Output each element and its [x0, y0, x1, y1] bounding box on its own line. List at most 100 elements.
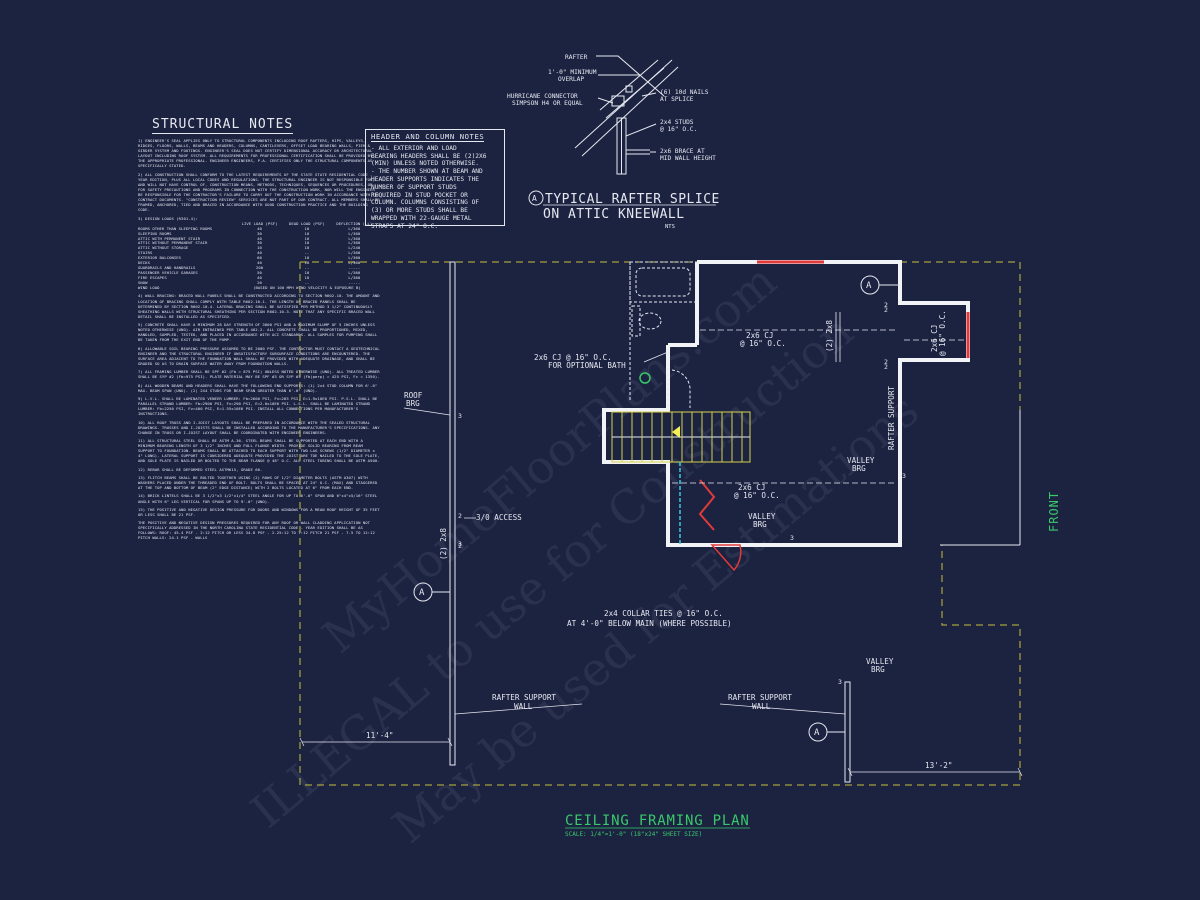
- loads-header-row: LIVE LOAD (PSF) DEAD LOAD (PSF) DEFLECTI…: [138, 221, 378, 227]
- cj-bottom-2: @ 16" O.C.: [734, 491, 780, 500]
- label-brace-1: 2x6 BRACE AT: [660, 148, 705, 155]
- note-paragraph: 12) REBAR SHALL BE DEFORMED STEEL ASTM61…: [138, 466, 263, 472]
- label-brace-2: MID WALL HEIGHT: [660, 155, 716, 162]
- note-paragraph: 4) WALL BRACING: BRACED WALL PANELS SHAL…: [138, 293, 380, 319]
- detail-title-line2: ON ATTIC KNEEWALL: [543, 207, 685, 222]
- rafter-support-vert: RAFTER SUPPORT: [887, 386, 896, 450]
- plan-labels: 2x6 CJ @ 16" O.C. 2x6 CJ @ 16" O.C. 2x6 …: [366, 310, 952, 770]
- loads-cell: SNOW: [138, 279, 148, 285]
- loads-cell: STAIRS: [138, 250, 153, 256]
- loads-cell: ATTIC WITHOUT PERMANENT STAIR: [138, 240, 208, 246]
- header-note-line: NUMBER OF SUPPORT STUDS: [371, 183, 457, 191]
- valley-brg-mid-2: BRG: [753, 520, 767, 529]
- loads-cell: SLEEPING ROOMS: [138, 230, 172, 236]
- bath-fixtures: [629, 261, 697, 408]
- loads-cell: L/240: [348, 245, 361, 251]
- loads-cell: 10: [304, 240, 310, 246]
- loads-heading: 3) DESIGN LOADS (R301.4):: [138, 215, 198, 221]
- loads-cell: 10: [304, 235, 310, 241]
- label-hurricane-2: SIMPSON H4 OR EQUAL: [512, 100, 583, 107]
- note-paragraph: 7) ALL FRAMING LUMBER SHALL BE SPF #2 (F…: [138, 369, 380, 380]
- roof-brg-1: ROOF: [404, 391, 423, 400]
- loads-cell: 10: [304, 230, 310, 236]
- valley-brg-mid-1: VALLEY: [748, 512, 776, 521]
- stud-counts: 2 2 2 2 3 3 2 2 3 3 3: [458, 301, 906, 686]
- detail-marker-letter: A: [532, 194, 537, 203]
- header-note-line: STRAPS AT 24" O.C.: [371, 222, 439, 230]
- optional-bath-2: FOR OPTIONAL BATH: [548, 361, 626, 370]
- loads-cell: FIRE ESCAPES: [138, 274, 167, 280]
- loads-cell: GUARDRAILS AND HANDRAILS: [138, 264, 196, 270]
- header-column-notes: HEADER AND COLUMN NOTES - ALL EXTERIOR A…: [365, 129, 505, 230]
- loads-cell: ATTIC WITH PERMANENT STAIR: [138, 235, 201, 241]
- loads-cell: 40: [257, 274, 262, 280]
- note-paragraph: 1) ENGINEER'S SEAL APPLIES ONLY TO STRUC…: [138, 138, 373, 169]
- collar-ties-1: 2x4 COLLAR TIES @ 16" O.C.: [604, 609, 723, 618]
- loads-cell: L/360: [348, 235, 361, 241]
- roof-brg-2: BRG: [406, 399, 420, 408]
- loads-cell: --: [304, 264, 310, 270]
- red-accents: [698, 260, 970, 572]
- header-note-line: BEARING HEADERS SHALL BE (2)2X6: [371, 152, 487, 160]
- joist-arrows: [672, 312, 965, 484]
- loads-cell: ROOMS OTHER THAN SLEEPING ROOMS: [138, 225, 213, 231]
- structural-notes: 1) ENGINEER'S SEAL APPLIES ONLY TO STRUC…: [138, 138, 380, 544]
- label-overlap-2: OVERLAP: [558, 76, 584, 83]
- header-note-line: WRAPPED WITH 22-GAUGE METAL: [371, 214, 472, 222]
- grid-a-top: A: [866, 281, 872, 291]
- loads-cell: L/360: [348, 274, 361, 280]
- stud-count: 3: [458, 540, 462, 548]
- detail-title: A TYPICAL RAFTER SPLICE ON ATTIC KNEEWAL…: [528, 190, 719, 230]
- design-loads-table: LIVE LOAD (PSF) DEAD LOAD (PSF) DEFLECTI…: [138, 221, 378, 291]
- loads-cell: 40: [257, 225, 262, 231]
- plan-title: CEILING FRAMING PLAN: [565, 813, 750, 829]
- cj-bottom-1: 2x6 CJ: [738, 483, 765, 492]
- detail-scale: NTS: [665, 224, 675, 230]
- label-nails-2: AT SPLICE: [660, 96, 694, 103]
- label-hurricane-1: HURRICANE CONNECTOR: [507, 93, 578, 100]
- cj-right-2: @ 16" O.C.: [938, 310, 947, 356]
- loads-cell: L/360: [348, 240, 361, 246]
- loads-cell: L/360: [348, 225, 361, 231]
- valley-brg-right-1: VALLEY: [847, 456, 875, 465]
- note-paragraph: 6) ALLOWABLE SOIL BEARING PRESSURE ASSUM…: [138, 345, 380, 366]
- grid-bubbles: [413, 275, 900, 742]
- cj-main-2: @ 16" O.C.: [740, 339, 786, 348]
- loads-cell: L/360: [348, 255, 361, 261]
- leaders: [299, 351, 1023, 777]
- label-nails-1: (6) 10d NAILS: [660, 89, 709, 96]
- structural-notes-title: STRUCTURAL NOTES: [152, 117, 294, 134]
- stud-count: 3: [838, 678, 842, 686]
- bath-door-swing: [671, 369, 691, 408]
- loads-cell: L/360: [348, 269, 361, 275]
- stud-count: 3: [458, 412, 462, 420]
- access-label: 3/0 ACCESS: [476, 513, 522, 522]
- note-paragraph: 10) ALL ROOF TRUSS AND I-JOIST LAYOUTS S…: [138, 419, 380, 435]
- loads-cell: 200: [255, 264, 264, 270]
- loads-cell: 10: [304, 260, 310, 266]
- loads-cell: 50: [257, 269, 262, 275]
- rafter-support-right-2: WALL: [752, 702, 771, 711]
- note-paragraph: 9) L.V.L. SHALL BE LAMINATED VENEER LUMB…: [138, 396, 378, 417]
- loads-cell: PASSENGER VEHICLE GARAGES: [138, 269, 198, 275]
- dim-right: 13'-2": [925, 761, 952, 770]
- header-note-line: HEADER SUPPORTS INDICATES THE: [371, 175, 480, 183]
- optional-bath-1: 2x6 CJ @ 16" O.C.: [534, 353, 612, 362]
- loads-cell: 10: [304, 245, 310, 251]
- loads-cell: --: [304, 250, 310, 256]
- grid-a-left: A: [419, 588, 425, 598]
- plan-scale: SCALE: 1/4"=1'-0" (18"x24" SHEET SIZE): [565, 831, 702, 838]
- loads-cell: WIND LOAD: [138, 284, 160, 290]
- grid-letters: A A A: [419, 281, 872, 738]
- stud-count: 2: [884, 306, 888, 314]
